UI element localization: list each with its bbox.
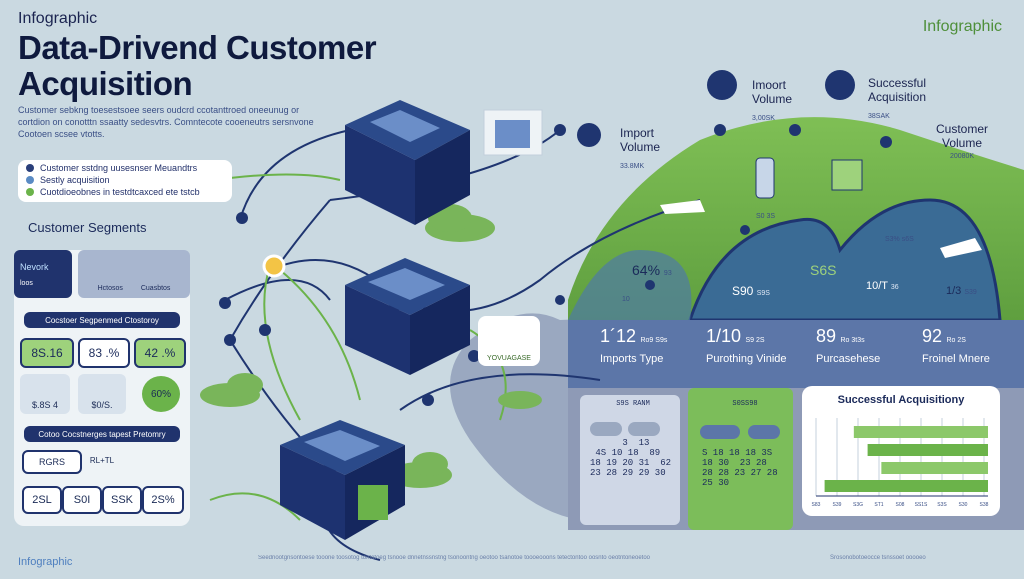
legend-dot <box>26 176 34 184</box>
segment-bar-1: Cocstoer Segpenmed Ctostoroy <box>24 312 180 328</box>
stat-tile: 83 .% <box>78 338 130 368</box>
stat-tile: 2S% <box>142 486 184 514</box>
tick-label: S3S <box>937 502 947 508</box>
hill-value: 10 <box>622 296 630 303</box>
acquisition-bar <box>853 426 988 438</box>
title-line-1: Data-Drivend Customer <box>18 29 377 66</box>
tick-label: S83 <box>812 502 821 508</box>
brand-logo: Infographic <box>922 18 1002 35</box>
legend-item: Customer sstdng uusesnser Meuandtrs <box>26 162 224 174</box>
hill-value: 1/3 S39 <box>946 285 977 297</box>
small-stat: $.8S 4 <box>20 374 70 414</box>
acquisition-bar-chart: S83 S39 S3G ST1 S08 SS1S S3S S30 S38 <box>812 418 989 508</box>
segments-icons-tile: Hctosos Cuasbtos <box>78 250 190 298</box>
tick-label: S3G <box>853 502 863 508</box>
legend-item: Cuotdioeobnes in testdtcaxced ete tstcb <box>26 186 224 198</box>
description-text: Customer sebkng toesestsoee seers oudcrd… <box>18 105 314 139</box>
legend-box: Customer sstdng uusesnser Meuandtrs Sest… <box>18 160 232 202</box>
hill-value: S6S <box>810 262 837 278</box>
metric-purchasing-vinide: 1/10 S9 2S Purothing Vinide <box>706 326 787 365</box>
segments-panel: Nevork loos Hctosos Cuasbtos Cocstoer Se… <box>14 250 190 526</box>
eyebrow-label: Infographic <box>18 10 98 27</box>
page-title: Data-Drivend Customer Acquisition <box>18 29 377 102</box>
stat-tile: 2SL <box>22 486 62 514</box>
tick-label: S38 <box>980 502 989 508</box>
tick-label: S30 <box>959 502 968 508</box>
hill-value: 10/T 36 <box>866 280 899 292</box>
stat-tile: SSK <box>102 486 142 514</box>
chart-title: Successful Acquisitiony <box>837 394 965 406</box>
segments-title: Customer Segments <box>28 220 147 235</box>
image-card: YOVUAGASE <box>478 316 540 366</box>
title-line-2: Acquisition <box>18 65 193 102</box>
small-stat: $0/S. <box>78 374 126 414</box>
metric-froinel-mnere: 92 Ro 2S Froinel Mnere <box>922 326 990 365</box>
hill-value: S3% s6S <box>885 236 914 243</box>
server-cube-bottom <box>280 420 405 540</box>
tick-label: SS1S <box>915 502 928 508</box>
tick-label: S08 <box>896 502 905 508</box>
stat-tile: 42 .% <box>134 338 186 368</box>
small-stat: 60% <box>142 376 180 412</box>
legend-dot <box>26 188 34 196</box>
hill-value: 64% 93 <box>632 262 672 278</box>
legend-item: Sestly acquisition <box>26 174 224 186</box>
calendar-2: S0SS98 S 18 18 18 3S 18 30 23 28 28 28 2… <box>702 400 778 488</box>
footer-text-1: Seednootgnsontoese tooone toosotog tonta… <box>258 555 650 561</box>
segment-bar-2: Cotoo Cocstnerges tapest Pretomry <box>24 426 180 442</box>
metric-imports-type: 1´12 Ro9 S9s Imports Type <box>600 326 668 365</box>
network-tile: Nevork loos <box>14 250 72 298</box>
tick-label: S39 <box>833 502 842 508</box>
stat-tile: 8S.16 <box>20 338 74 368</box>
hill-value: S90 S9S <box>732 284 770 298</box>
footer-text-2: Srosonobotoeocce tsnssoet ooooeo <box>830 555 926 561</box>
stat-tile: S0I <box>62 486 102 514</box>
tick-label: ST1 <box>874 502 883 508</box>
acquisition-bar <box>824 480 988 492</box>
calendar-1: S9S RANM 3 13 4S 10 18 89 18 19 20 31 62… <box>590 400 672 478</box>
footer-brand: Infographic <box>18 556 73 568</box>
pill-rltl: RL+TL <box>89 455 115 465</box>
server-cube-middle <box>345 258 470 375</box>
blue-wave <box>687 198 1002 322</box>
acquisition-bar <box>881 462 988 474</box>
pill-rgrs: RGRS <box>22 450 82 474</box>
legend-dot <box>26 164 34 172</box>
server-cube-top <box>345 100 470 225</box>
hill-value: S0 3S <box>756 213 776 220</box>
acquisition-bar <box>867 444 988 456</box>
metric-purchases: 89 Ro 3t3s Purcasehese <box>816 326 881 365</box>
